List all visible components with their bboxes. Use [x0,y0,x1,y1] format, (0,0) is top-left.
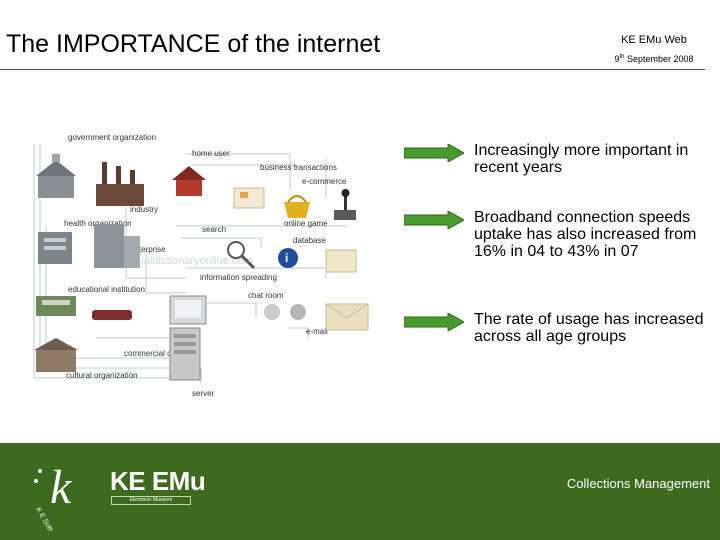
label-health-organization: health organization [64,219,132,228]
ke-emu-logo-sub: Electronic Museum [111,496,191,505]
svg-text:k: k [50,461,73,514]
ke-emu-logo: KE EMu [110,466,206,496]
monitor-icon [169,295,207,325]
router-icon [92,310,132,320]
arrow-icon [404,313,464,331]
footer-tagline: Collections Management [566,476,710,491]
joystick-icon [334,189,356,220]
database-icon [325,249,357,273]
shopping-basket-icon [284,195,310,218]
svg-text:i: i [285,251,288,265]
label-government-organization: government organization [68,133,156,142]
label-online-game: online game [284,219,328,228]
internet-diagram: government organization home user busine… [33,133,369,398]
label-business-transactions: business transactions [260,163,337,172]
label-e-commerce: e-commerce [302,177,347,186]
arrow-icon [404,144,464,162]
server-icon [169,327,201,381]
header-org: KE EMu Web [621,34,687,46]
bullet-text: Increasingly more important in recent ye… [474,142,689,176]
date-rest: September 2008 [624,54,694,64]
label-industry: industry [130,205,158,214]
slide-title: The IMPORTANCE of the internet [6,30,381,58]
industry-icon [96,162,144,206]
e-commerce-icon [233,187,265,209]
chat-faces-icon [264,304,306,320]
government-building-icon [36,154,76,198]
info-icon: i [278,248,298,268]
label-cultural-organization: cultural organization [66,371,138,380]
magnifier-icon [227,241,256,270]
label-commercial-concern: commercial concern [124,349,196,358]
arrow-icon [404,211,464,229]
label-server: server [192,389,215,398]
header-date: 9th September 2008 [594,54,714,64]
label-information-spreading: information spreading [200,273,277,282]
label-database: database [293,236,326,245]
cultural-building-icon [34,338,78,372]
footer-band: k K E Software KE EMu Electronic Museum … [0,443,720,540]
office-building-icon [94,224,140,268]
label-chat-room: chat room [248,291,284,300]
header-info: KE EMu Web 9th September 2008 [594,34,714,64]
envelope-icon [325,303,369,331]
label-search: search [202,225,226,234]
bullet-text: The rate of usage has increased across a… [474,311,704,345]
label-e-mail: e-mail [306,327,328,336]
date-suffix: th [619,54,625,60]
label-enterprise: enterprise [130,245,166,254]
date-day: 9 [614,54,620,64]
ke-software-logo-icon: k K E Software [34,461,73,531]
school-building-icon [36,296,76,316]
hospital-building-icon [38,232,72,264]
header-rule [0,69,705,70]
label-home-user: home user [192,149,230,158]
bullet-text: Broadband connection speeds uptake has a… [474,209,697,260]
home-icon [172,166,206,196]
label-educational-institution: educational institution [68,285,145,294]
